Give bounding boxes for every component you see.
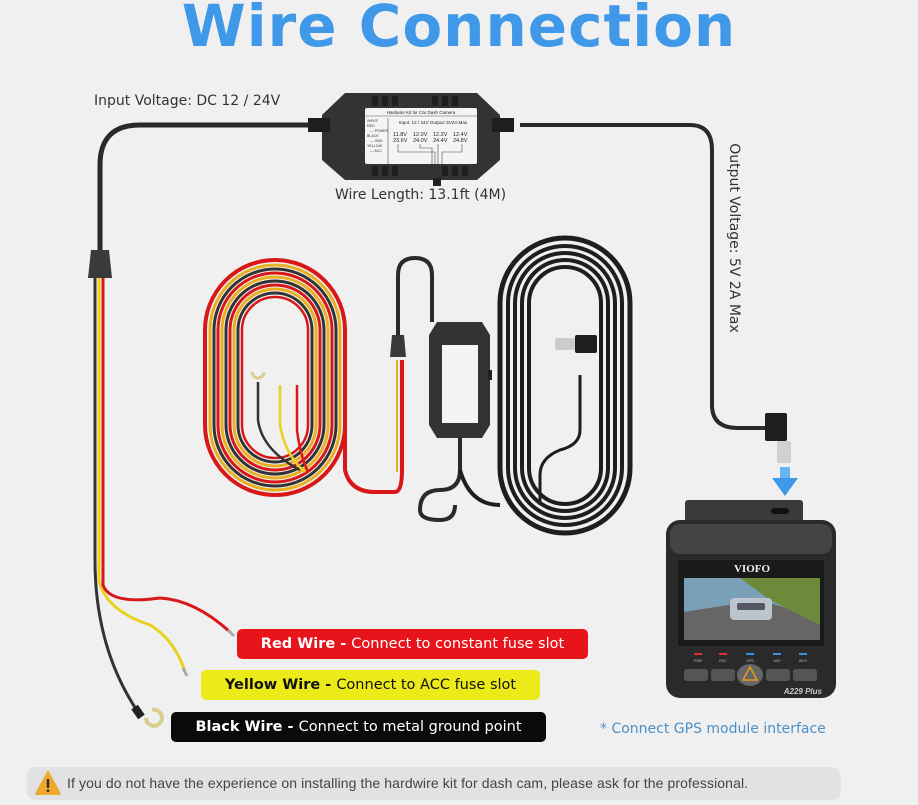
svg-text:YELLOW: YELLOW	[367, 144, 383, 148]
red-wire-tag: Red Wire - Connect to constant fuse slot	[237, 629, 588, 659]
svg-text:Wi-Fi: Wi-Fi	[799, 659, 807, 663]
svg-text:BLACK: BLACK	[367, 134, 379, 138]
output-cable	[520, 123, 768, 430]
page-title: Wire Connection	[181, 0, 737, 60]
svg-text:24.4V: 24.4V	[433, 138, 448, 144]
svg-text:GPS: GPS	[746, 659, 754, 663]
svg-text:— POWER: — POWER	[370, 129, 389, 133]
svg-text:12.2V: 12.2V	[433, 132, 448, 138]
splitter-sleeve	[88, 250, 112, 278]
ring-terminal	[144, 707, 164, 728]
svg-text:RED: RED	[367, 124, 375, 128]
yellow-wire-desc: Connect to ACC fuse slot	[336, 677, 517, 693]
cutoff-values: 11.8V 12.0V 12.2V 12.4V 23.6V 24.0V 24.4…	[393, 132, 468, 144]
wire-length-label: Wire Length: 13.1ft (4M)	[335, 187, 507, 203]
down-arrow-icon	[772, 467, 798, 496]
converter-box-small	[417, 322, 492, 523]
svg-text:— GND: — GND	[370, 139, 383, 143]
svg-text:INPUT:: INPUT:	[367, 119, 379, 123]
svg-text:12.4V: 12.4V	[453, 132, 468, 138]
warning-banner: If you do not have the experience on ins…	[27, 767, 841, 800]
converter-spec: Input: 12 / 24V Output: 5V2A Max	[399, 120, 468, 125]
black-wire-desc: Connect to metal ground point	[298, 719, 522, 735]
gps-note: * Connect GPS module interface	[600, 721, 826, 737]
svg-text:M/O: M/O	[774, 659, 781, 663]
warning-triangle-icon	[35, 771, 61, 795]
yellow-wire-name: Yellow Wire -	[224, 677, 337, 693]
converter-heading: Hardwire Kit for Car Dash Camera	[387, 110, 456, 115]
yellow-wire-tag: Yellow Wire - Connect to ACC fuse slot	[201, 670, 540, 700]
coiled-usb-cable	[458, 235, 633, 536]
input-cable	[97, 122, 330, 255]
input-voltage-label: Input Voltage: DC 12 / 24V	[94, 93, 281, 109]
svg-text:11.8V: 11.8V	[393, 132, 407, 138]
red-wire-name: Red Wire -	[260, 636, 352, 652]
output-voltage-label: Output Voltage: 5V 2A Max	[726, 143, 742, 333]
black-wire-name: Black Wire -	[195, 719, 299, 735]
inline-connector	[390, 335, 406, 357]
camera-brand: VIOFO	[734, 563, 771, 575]
black-lead	[93, 278, 142, 716]
camera-model: A229 Plus	[783, 687, 823, 696]
coiled-power-cable	[203, 258, 404, 497]
svg-text:— ACC: — ACC	[370, 149, 382, 153]
yellow-lead	[97, 278, 187, 673]
red-lead	[101, 278, 232, 634]
svg-text:PWR: PWR	[694, 659, 703, 663]
red-wire-desc: Connect to constant fuse slot	[351, 636, 565, 652]
usb-c-plug-loose	[555, 338, 575, 350]
svg-text:24.8V: 24.8V	[453, 138, 468, 144]
svg-text:12.0V: 12.0V	[413, 132, 428, 138]
warning-text: If you do not have the experience on ins…	[67, 775, 749, 791]
converter-box-main	[308, 93, 514, 186]
black-wire-tag: Black Wire - Connect to metal ground poi…	[171, 712, 546, 742]
svg-text:REC: REC	[719, 659, 727, 663]
svg-text:24.0V: 24.0V	[413, 138, 428, 144]
usb-c-plug	[777, 441, 791, 463]
dash-camera	[666, 500, 836, 698]
svg-text:23.6V: 23.6V	[393, 138, 408, 144]
